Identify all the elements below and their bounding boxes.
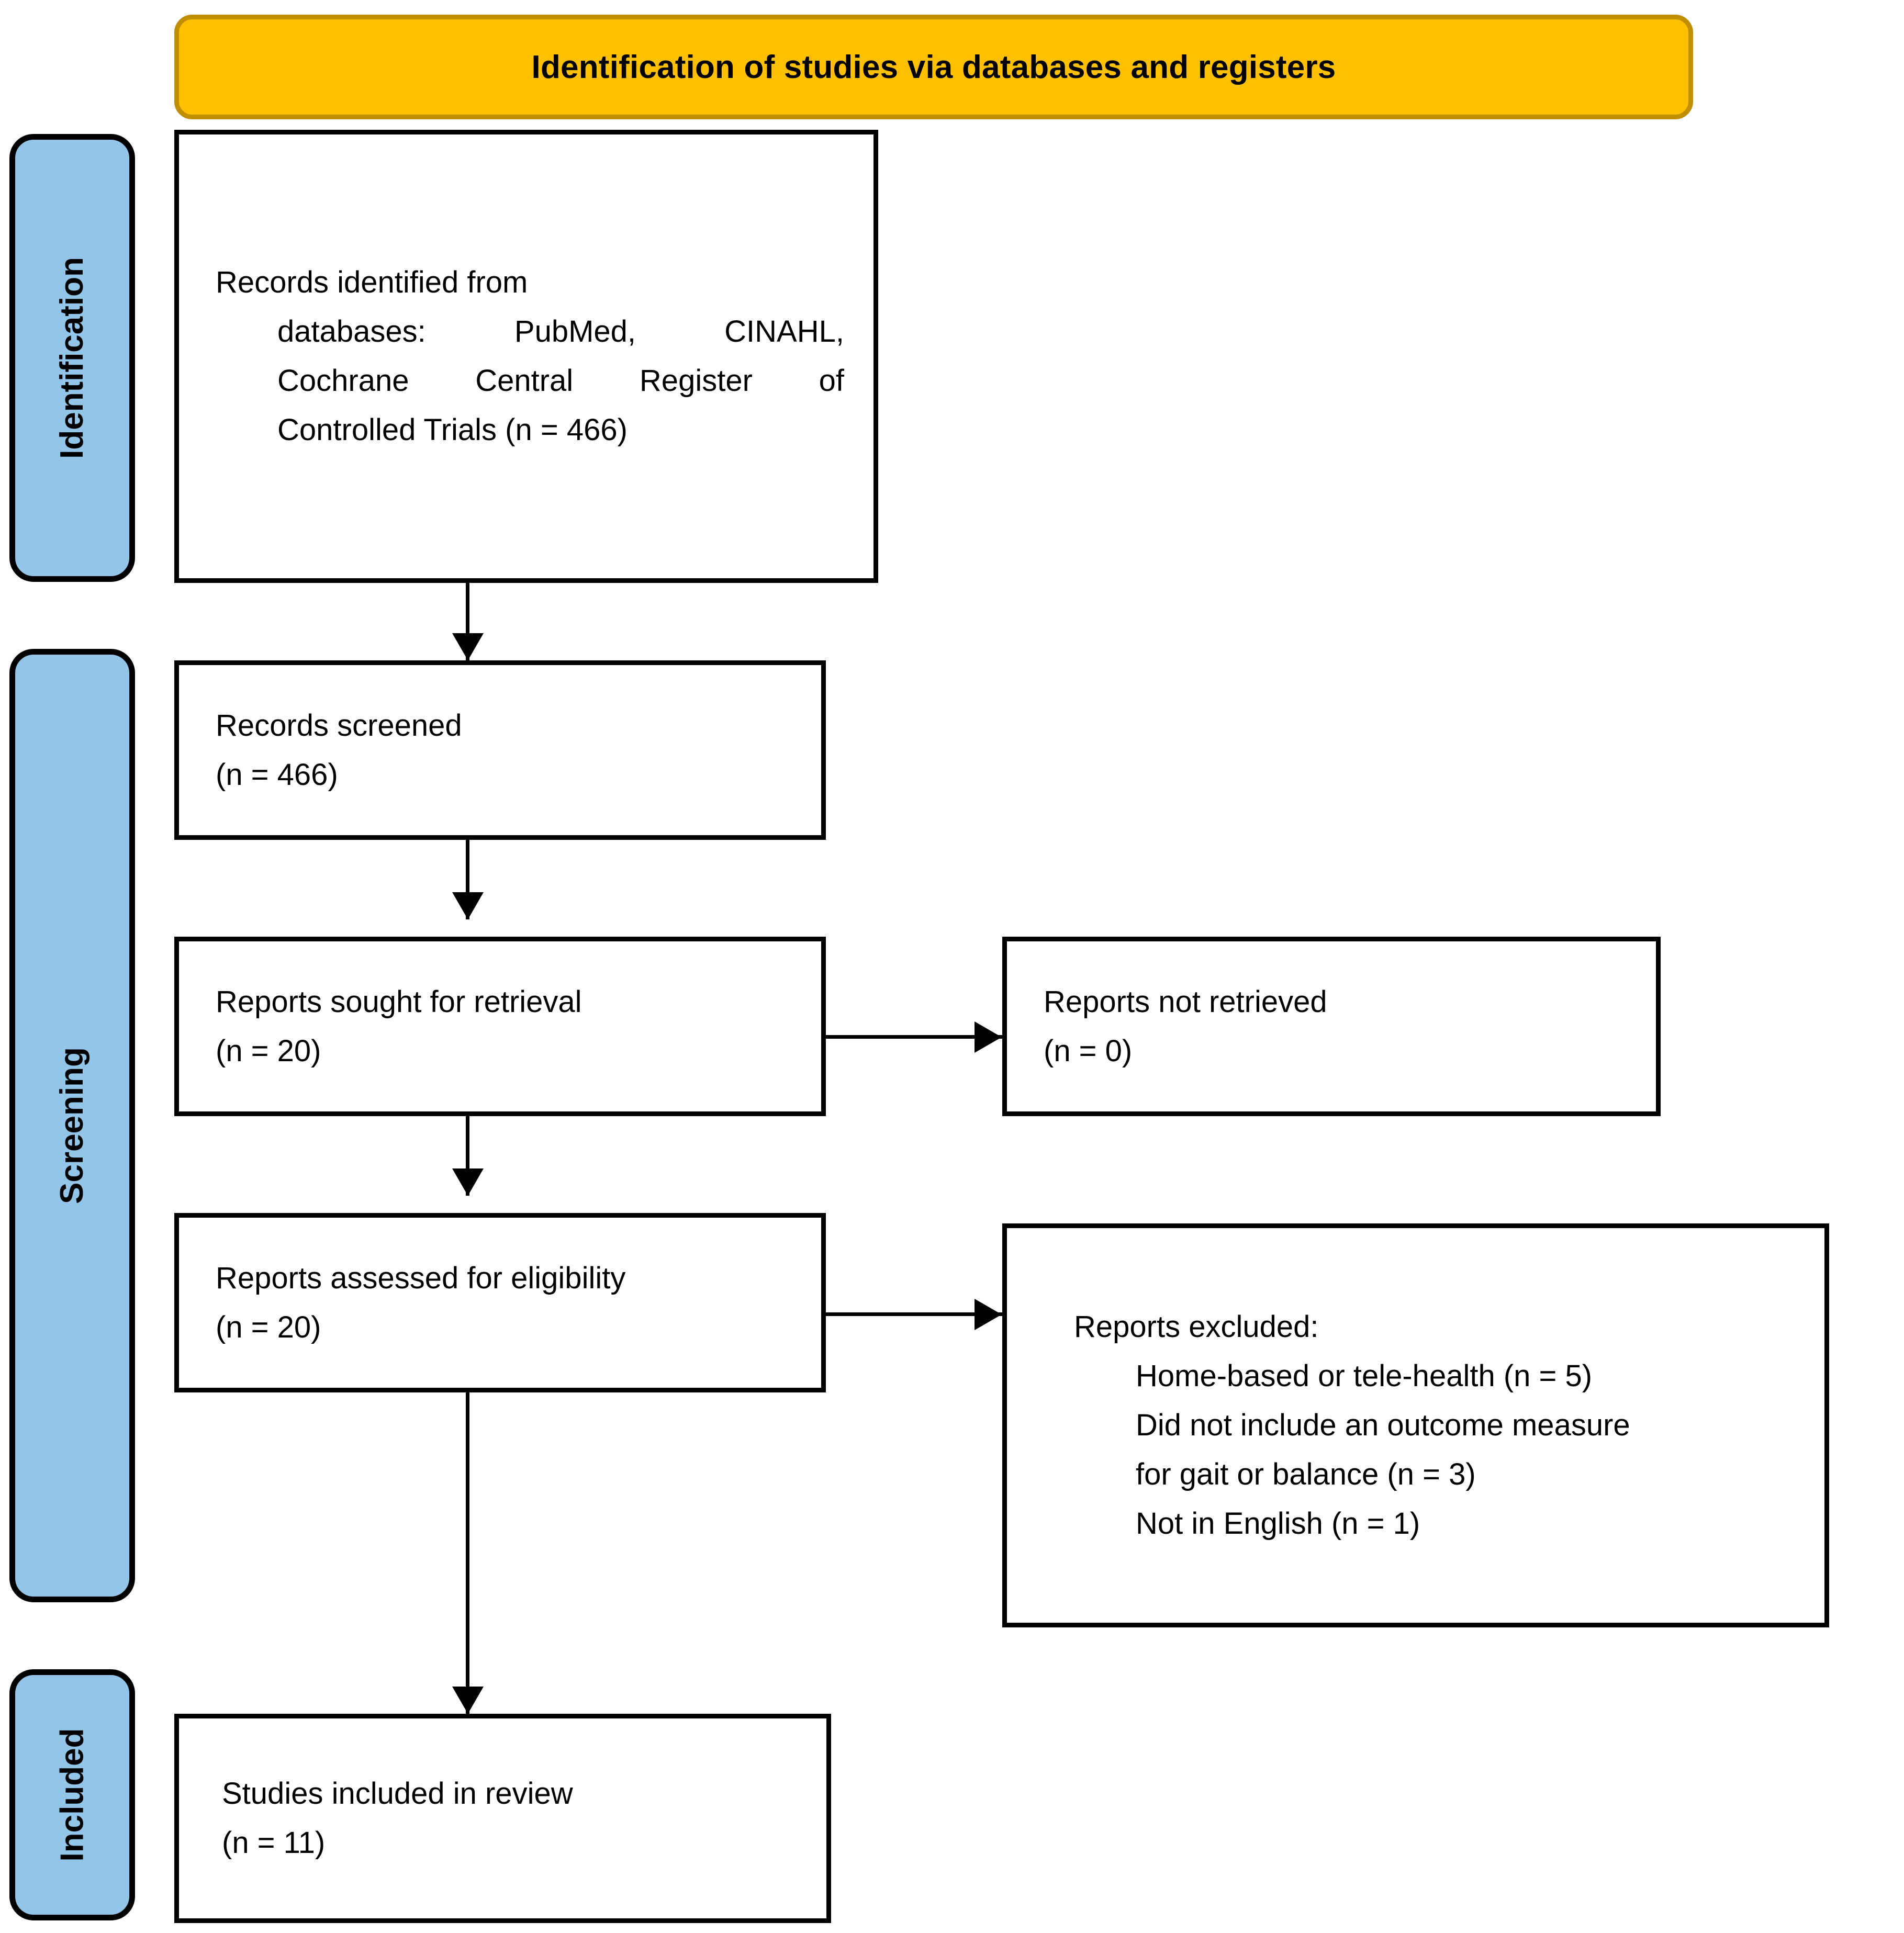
connector-assessed-to-included [466, 1392, 469, 1740]
reports-not-retrieved-line-2: (n = 0) [1044, 1033, 1133, 1068]
connector-assessed-to-excluded [826, 1312, 1004, 1316]
stage-label-identification: Identification [54, 257, 90, 459]
reports-assessed-line-2: (n = 20) [216, 1310, 321, 1344]
stage-band-screening: Screening [9, 649, 135, 1602]
reports-not-retrieved-line-1: Reports not retrieved [1044, 984, 1327, 1019]
reports-excluded-reason-1: Home-based or tele-health (n = 5) [1136, 1359, 1593, 1393]
reports-sought-line-2: (n = 20) [216, 1033, 321, 1068]
reports-excluded-heading: Reports excluded: [1074, 1310, 1319, 1344]
box-records-screened: Records screened (n = 466) [174, 660, 826, 840]
arrowhead-identified-to-screened [452, 633, 484, 660]
reports-sought-line-1: Reports sought for retrieval [216, 984, 582, 1019]
banner-title: Identification of studies via databases … [531, 49, 1336, 85]
records-screened-line-2: (n = 466) [216, 757, 338, 792]
reports-excluded-reason-3: for gait or balance (n = 3) [1136, 1457, 1476, 1491]
arrowhead-assessed-to-excluded [975, 1299, 1002, 1330]
records-identified-line-1: Records identified from [216, 265, 528, 300]
box-reports-not-retrieved: Reports not retrieved (n = 0) [1002, 937, 1661, 1116]
records-screened-line-1: Records screened [216, 708, 462, 743]
stage-label-included: Included [54, 1728, 90, 1862]
records-identified-line-3: Cochrane Central Register of [277, 364, 844, 398]
reports-excluded-reason-4: Not in English (n = 1) [1136, 1506, 1420, 1541]
arrowhead-sought-to-not-retrieved [975, 1021, 1002, 1053]
reports-assessed-line-1: Reports assessed for eligibility [216, 1261, 626, 1295]
box-reports-sought: Reports sought for retrieval (n = 20) [174, 937, 826, 1116]
box-records-identified: Records identified from databases: PubMe… [174, 130, 878, 583]
identification-banner: Identification of studies via databases … [174, 15, 1693, 119]
connector-sought-to-not-retrieved [826, 1035, 1004, 1039]
stage-label-screening: Screening [54, 1047, 90, 1204]
arrowhead-screened-to-sought [452, 892, 484, 919]
box-studies-included: Studies included in review (n = 11) [174, 1714, 831, 1923]
connector-screened-to-sought [466, 840, 469, 919]
reports-excluded-reason-2: Did not include an outcome measure [1136, 1408, 1630, 1443]
connector-sought-to-assessed [466, 1116, 469, 1196]
box-reports-excluded: Reports excluded: Home-based or tele-hea… [1002, 1223, 1829, 1627]
records-identified-line-2: databases: PubMed, CINAHL, [277, 314, 844, 349]
studies-included-line-1: Studies included in review [222, 1777, 573, 1811]
stage-band-included: Included [9, 1669, 135, 1920]
stage-band-identification: Identification [9, 134, 135, 582]
records-identified-line-4: Controlled Trials (n = 466) [277, 412, 628, 447]
arrowhead-sought-to-assessed [452, 1168, 484, 1196]
box-reports-assessed: Reports assessed for eligibility (n = 20… [174, 1213, 826, 1392]
connector-identified-to-screened [466, 583, 469, 660]
arrowhead-assessed-to-included [452, 1687, 484, 1714]
studies-included-line-2: (n = 11) [222, 1826, 326, 1860]
